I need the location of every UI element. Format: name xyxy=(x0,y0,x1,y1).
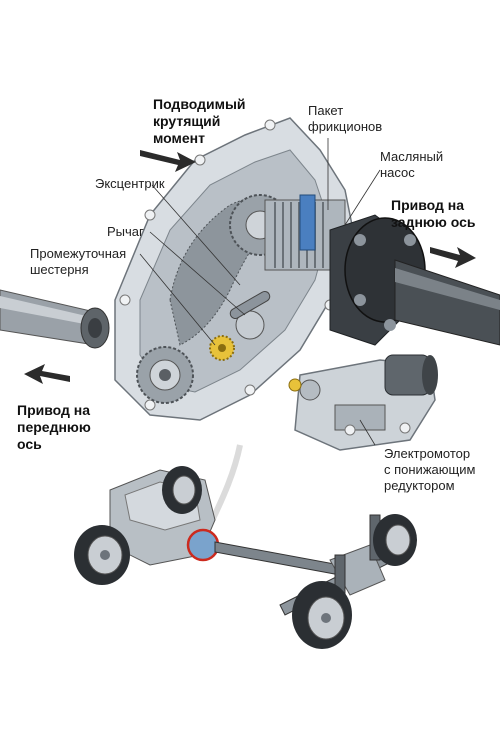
label-front-axle-drive: Привод на переднюю ось xyxy=(17,402,91,452)
front-right-wheel xyxy=(162,466,202,514)
label-oil-pump: Масляный насос xyxy=(380,149,444,180)
electric-motor xyxy=(288,354,438,451)
vehicle-chassis xyxy=(74,466,417,649)
rear-right-wheel xyxy=(373,514,417,566)
label-idler-gear: Промежуточная шестерня xyxy=(30,246,127,277)
label-rear-axle-drive: Привод на заднюю ось xyxy=(391,197,476,230)
rear-output-arrow xyxy=(430,247,476,268)
transfer-case-marker xyxy=(186,528,220,562)
label-clutch-pack: Пакет фрикционов xyxy=(308,103,383,134)
label-electric-motor: Электромотор с понижающим редуктором xyxy=(384,446,476,493)
label-input-torque: Подводимый крутящий момент xyxy=(153,96,246,146)
front-propshaft xyxy=(0,289,110,349)
rear-left-wheel xyxy=(292,581,352,649)
front-left-wheel xyxy=(74,525,130,585)
leader-lines xyxy=(139,138,381,446)
label-lever: Рычаг xyxy=(107,224,144,239)
front-output-arrow xyxy=(24,364,70,384)
input-torque-arrow xyxy=(140,150,196,172)
rear-flange xyxy=(329,214,500,346)
label-eccentric: Эксцентрик xyxy=(95,176,165,191)
